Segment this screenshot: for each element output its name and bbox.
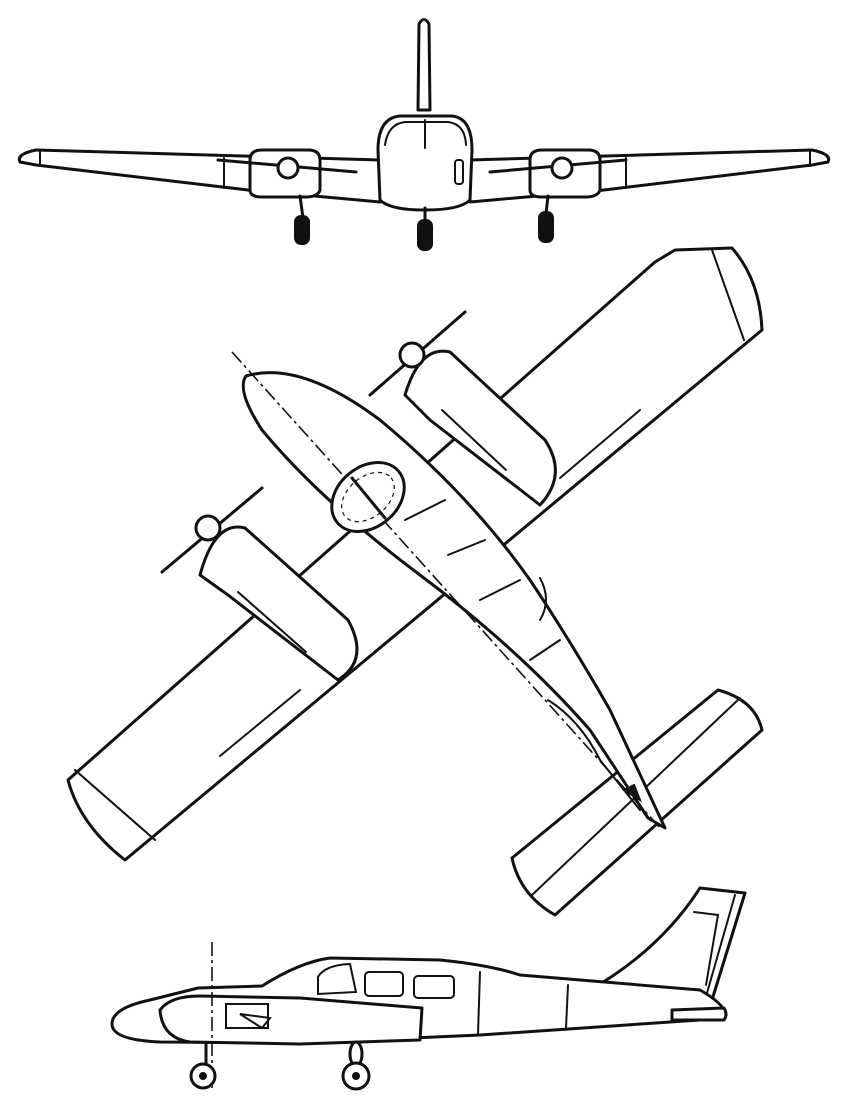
front-windshield — [384, 121, 467, 146]
top-left-wingtip-line — [74, 769, 156, 841]
side-view — [110, 886, 747, 1091]
side-nose-hub — [199, 1072, 207, 1080]
top-left-nacelle — [198, 525, 359, 682]
top-fuselage-frame-3 — [479, 579, 521, 601]
top-right-aileron-line — [559, 409, 641, 479]
front-view — [17, 18, 831, 251]
top-right-nacelle-seam — [441, 409, 507, 471]
side-engine-exhaust — [225, 1003, 269, 1029]
front-left-gear-strut — [298, 194, 305, 220]
front-side-window — [454, 159, 464, 185]
front-left-wing — [17, 148, 382, 204]
side-horizontal-tail — [670, 1006, 728, 1022]
side-door-line-1 — [477, 971, 481, 1035]
side-door-line-2 — [565, 984, 569, 1029]
top-canopy-frame — [350, 476, 387, 520]
top-right-wingtip-line — [711, 249, 745, 341]
front-left-spinner — [276, 156, 300, 180]
side-main-hub — [352, 1072, 360, 1080]
top-left-spinner — [194, 514, 222, 542]
top-antenna — [539, 577, 547, 621]
side-vertical-tail — [588, 886, 747, 1002]
top-view — [66, 246, 764, 917]
side-window-3 — [413, 975, 455, 999]
top-fuselage-frame-2 — [447, 539, 486, 556]
front-left-wheel — [294, 215, 310, 245]
front-right-wing — [468, 148, 831, 204]
front-fuselage — [376, 114, 474, 212]
side-window-1 — [317, 962, 358, 996]
top-left-aileron-line — [219, 689, 301, 757]
front-nose-wheel — [417, 219, 433, 251]
front-right-spinner — [550, 156, 574, 180]
top-canopy-shading — [341, 471, 395, 523]
side-engine-detail — [239, 1013, 272, 1030]
top-right-spinner — [398, 341, 426, 369]
side-rudder-line — [704, 894, 736, 1001]
top-rudder-marker — [621, 783, 643, 803]
top-tail-cone — [547, 699, 641, 811]
side-tail-detail — [693, 911, 720, 986]
front-right-wheel — [538, 211, 554, 243]
top-centerline — [231, 351, 663, 831]
top-fuselage-frame-1 — [404, 499, 446, 521]
front-vertical-fin — [416, 18, 432, 112]
top-left-nacelle-seam — [237, 591, 307, 653]
top-fuselage-frame-4 — [529, 639, 561, 661]
side-window-2 — [364, 971, 404, 997]
